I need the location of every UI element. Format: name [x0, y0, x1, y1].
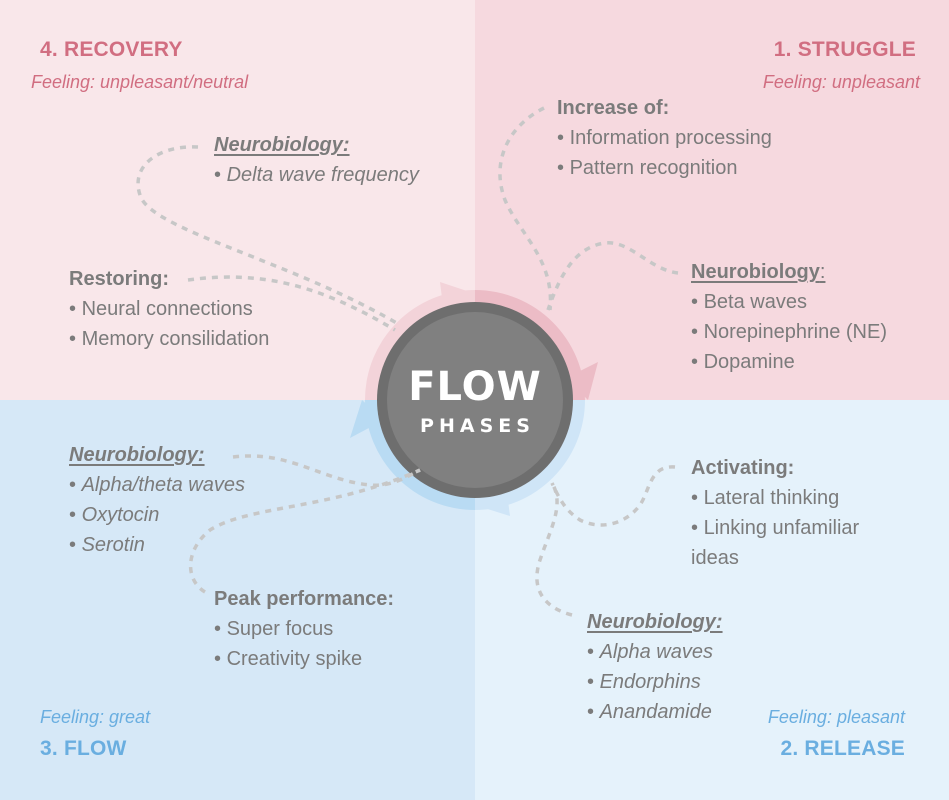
center-label: FLOW PHASES — [377, 302, 573, 498]
list-item: Alpha waves — [587, 637, 723, 667]
list-item: Dopamine — [691, 347, 887, 377]
phase-title-recovery: 4. RECOVERY — [40, 38, 183, 61]
flow-peak-heading: Peak performance: — [214, 588, 395, 610]
phase-title-struggle: 1. STRUGGLE — [773, 38, 916, 61]
phase-feeling-flow: Feeling: great — [40, 707, 151, 727]
struggle-neurobiology-heading-text: Neurobiology — [691, 261, 820, 283]
list-item: Endorphins — [587, 667, 723, 697]
flow-peak-block: Peak performance: Super focus Creativity… — [214, 584, 394, 674]
phase-title-flow: 3. FLOW — [40, 737, 127, 760]
list-item: Alpha/theta waves — [69, 470, 245, 500]
list-item: Oxytocin — [69, 500, 245, 530]
struggle-increase-block: Increase of: Information processing Patt… — [557, 93, 772, 183]
recovery-neurobiology-block: Neurobiology: Delta wave frequency — [214, 130, 419, 190]
list-item: Memory consilidation — [69, 324, 270, 354]
list-item: Lateral thinking — [691, 483, 859, 513]
flow-neurobiology-heading: Neurobiology: — [69, 444, 205, 466]
list-item: Linking unfamiliar — [691, 513, 860, 543]
struggle-increase-heading: Increase of: — [557, 97, 670, 119]
list-item: Norepinephrine (NE) — [691, 317, 887, 347]
release-activating-heading: Activating: — [691, 457, 795, 479]
list-item-continuation: ideas — [691, 547, 739, 569]
list-item: Anandamide — [587, 697, 723, 727]
recovery-restoring-heading: Restoring: — [69, 268, 169, 290]
list-item: Delta wave frequency — [214, 160, 419, 190]
recovery-neurobiology-heading: Neurobiology: — [214, 134, 350, 156]
list-item: Creativity spike — [214, 644, 394, 674]
list-item: Information processing — [557, 123, 772, 153]
center-title: FLOW — [408, 364, 542, 410]
struggle-neurobiology-block: Neurobiology: Beta waves Norepinephrine … — [691, 257, 887, 377]
phase-title-release: 2. RELEASE — [780, 737, 905, 760]
flow-neurobiology-block: Neurobiology: Alpha/theta waves Oxytocin… — [69, 440, 245, 560]
release-neurobiology-block: Neurobiology: Alpha waves Endorphins Ana… — [587, 607, 723, 727]
list-item: Neural connections — [69, 294, 269, 324]
release-neurobiology-heading: Neurobiology: — [587, 611, 723, 633]
release-activating-block: Activating: Lateral thinking Linking unf… — [691, 453, 859, 573]
list-item: Super focus — [214, 614, 394, 644]
list-item: Beta waves — [691, 287, 887, 317]
center-subtitle: PHASES — [420, 415, 535, 437]
phase-feeling-recovery: Feeling: unpleasant/neutral — [31, 72, 249, 92]
list-item: Pattern recognition — [557, 153, 772, 183]
struggle-neurobiology-heading-colon: : — [819, 261, 826, 283]
recovery-restoring-block: Restoring: Neural connections Memory con… — [69, 264, 269, 354]
struggle-neurobiology-heading: Neurobiology: — [691, 257, 887, 287]
phase-feeling-struggle: Feeling: unpleasant — [762, 72, 920, 92]
phase-feeling-release: Feeling: pleasant — [767, 707, 905, 727]
list-item: Serotin — [69, 530, 245, 560]
